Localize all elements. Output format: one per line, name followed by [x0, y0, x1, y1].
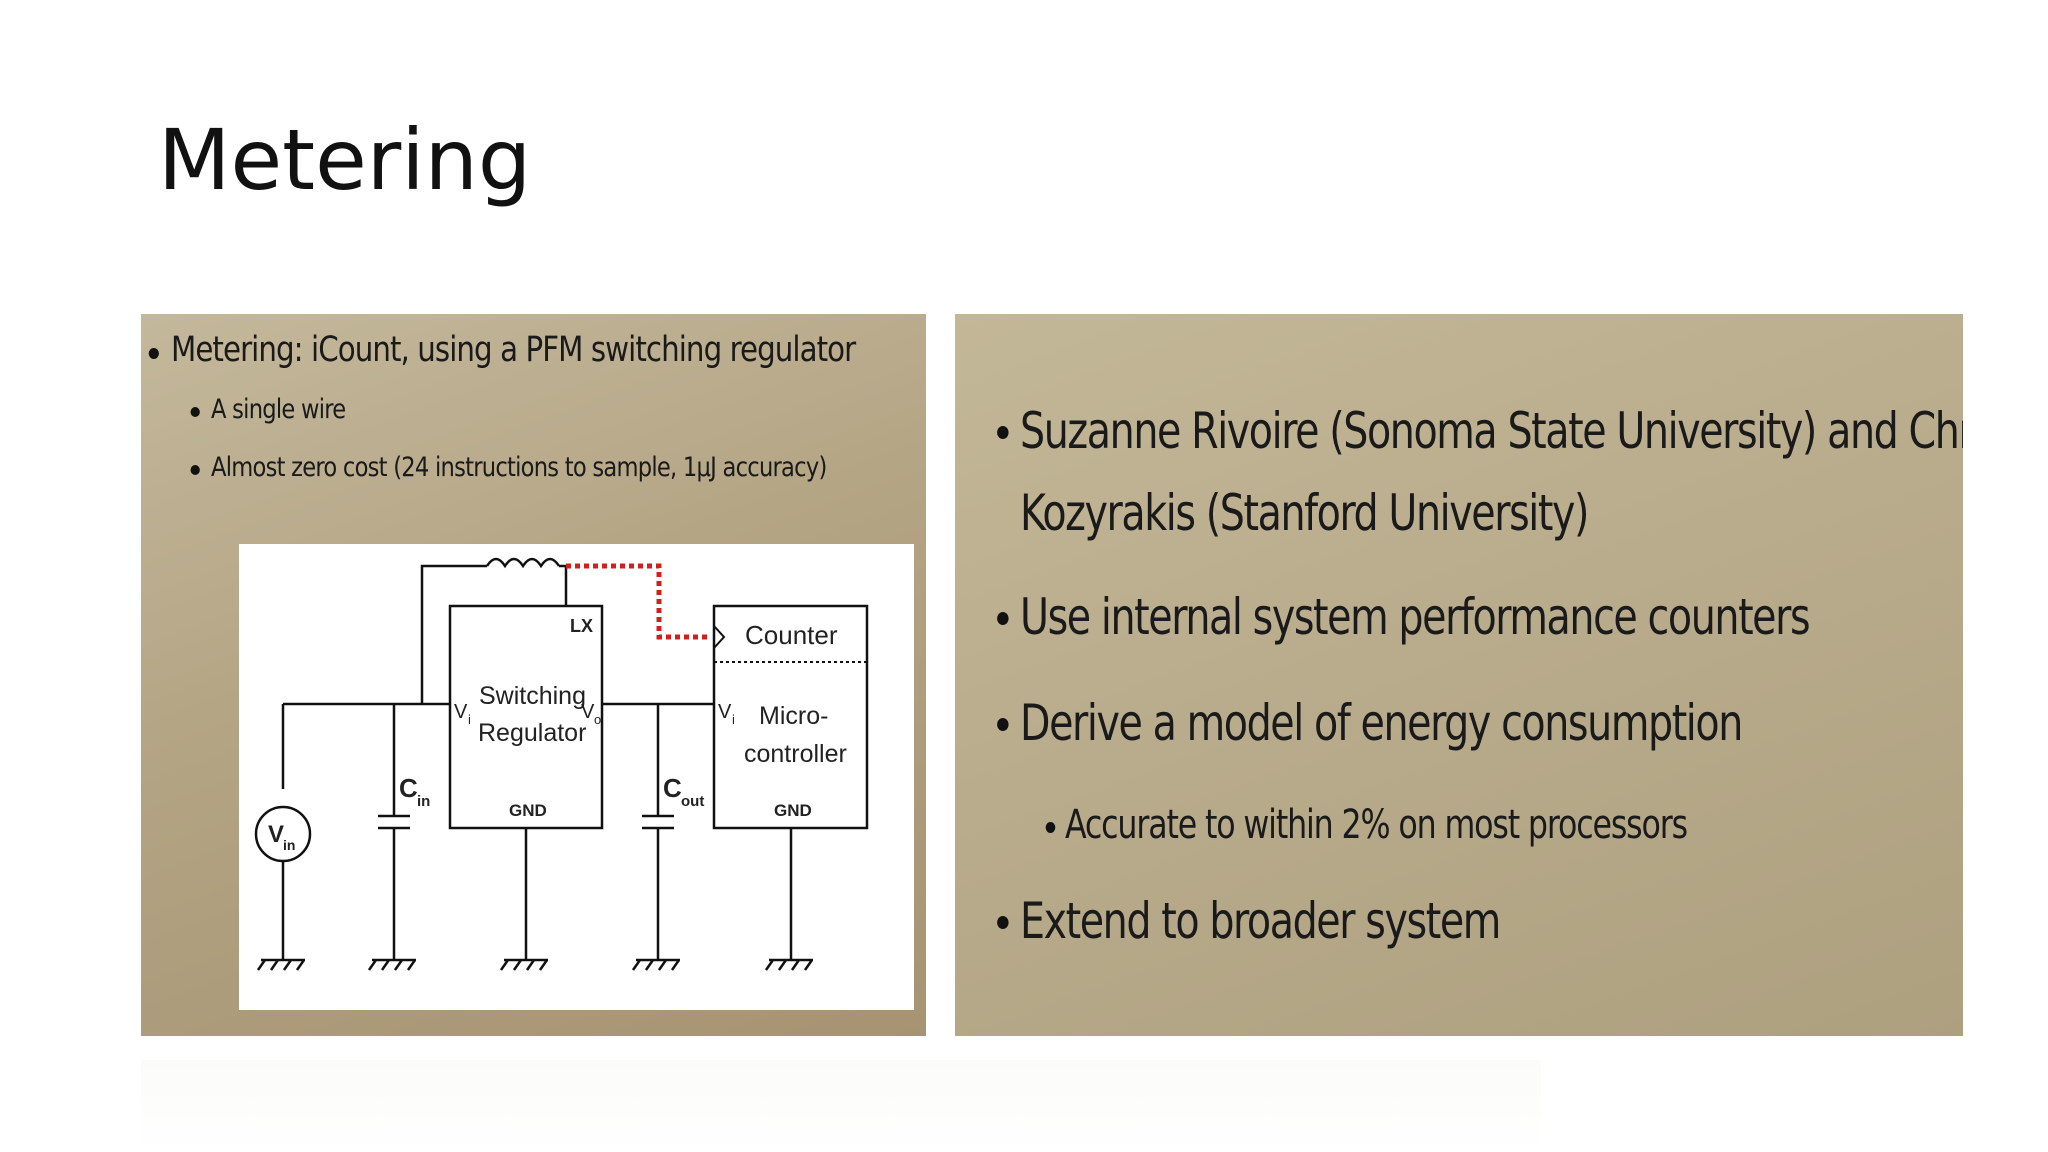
bullet-dot [1045, 822, 1056, 833]
vin-label: V [268, 821, 284, 848]
bullet-dot [997, 916, 1009, 929]
circuit-diagram: LX Counter Switching Regulator V i V o V… [239, 544, 914, 1010]
regulator-label: Regulator [478, 719, 586, 747]
cout-label: C [663, 773, 682, 803]
bullet-text: A single wire [211, 394, 346, 425]
bullet-text-line2: Kozyrakis (Stanford University) [1020, 484, 1589, 542]
bullet-text: Extend to broader system [1020, 892, 1501, 950]
inductor-coil [485, 557, 561, 569]
bullet-dot [190, 465, 200, 475]
bullet-authors: Suzanne Rivoire (Sonoma State University… [997, 402, 1963, 460]
ground-symbols [256, 958, 814, 971]
slide-title: Metering [158, 111, 532, 209]
clock-input-triangle [713, 625, 726, 649]
vin-sub: in [283, 837, 295, 853]
sub-bullet-zero-cost: Almost zero cost (24 instructions to sam… [190, 452, 827, 483]
gnd-mcu-label: GND [774, 801, 812, 820]
mcu-vi-sub: i [732, 712, 735, 727]
bullet-dot [997, 426, 1009, 439]
controller-label: controller [744, 740, 847, 768]
bullet-dot [997, 718, 1009, 731]
counter-label: Counter [745, 620, 838, 650]
bullet-dot [190, 407, 200, 417]
bullet-dot [997, 612, 1009, 625]
cin-sub: in [417, 793, 430, 810]
regulator-box [448, 604, 604, 830]
bullet-authors-continued: Kozyrakis (Stanford University) [1020, 484, 1589, 542]
faint-background-strip [141, 1060, 1541, 1152]
switching-label: Switching [479, 682, 586, 710]
bullet-broader-system: Extend to broader system [997, 892, 1501, 950]
bullet-text: Use internal system performance counters [1020, 588, 1811, 646]
vo-sub: o [594, 712, 601, 727]
left-slide-image: Metering: iCount, using a PFM switching … [141, 314, 926, 1036]
bullet-text: Metering: iCount, using a PFM switching … [171, 330, 856, 370]
vi-sub: i [468, 712, 471, 727]
right-slide-image: Suzanne Rivoire (Sonoma State University… [955, 314, 1963, 1036]
bullet-text-line1: Suzanne Rivoire (Sonoma State University… [1020, 402, 1963, 460]
gnd-regulator-label: GND [509, 801, 547, 820]
micro-label: Micro- [759, 702, 828, 730]
cin-label: C [399, 773, 418, 803]
mcu-vi-label: V [718, 701, 732, 723]
bullet-dot [148, 348, 159, 359]
sub-bullet-single-wire: A single wire [190, 394, 346, 425]
wire [420, 564, 487, 704]
vi-label: V [454, 701, 468, 723]
cout-plates [642, 814, 674, 830]
cout-sub: out [681, 793, 704, 810]
sub-bullet-accuracy: Accurate to within 2% on most processors [1045, 802, 1688, 848]
bullet-text: Almost zero cost (24 instructions to sam… [211, 452, 827, 483]
circuit-svg: LX Counter Switching Regulator V i V o V… [254, 557, 869, 971]
counter-signal-wire [566, 563, 711, 640]
lx-label: LX [570, 616, 593, 636]
bullet-performance-counters: Use internal system performance counters [997, 588, 1811, 646]
bullet-metering-icount: Metering: iCount, using a PFM switching … [148, 330, 856, 370]
bullet-text: Accurate to within 2% on most processors [1065, 802, 1688, 848]
cin-plates [378, 814, 410, 830]
bullet-text: Derive a model of energy consumption [1020, 694, 1743, 752]
vo-label: V [581, 701, 595, 723]
bullet-energy-model: Derive a model of energy consumption [997, 694, 1743, 752]
wire [559, 564, 568, 606]
